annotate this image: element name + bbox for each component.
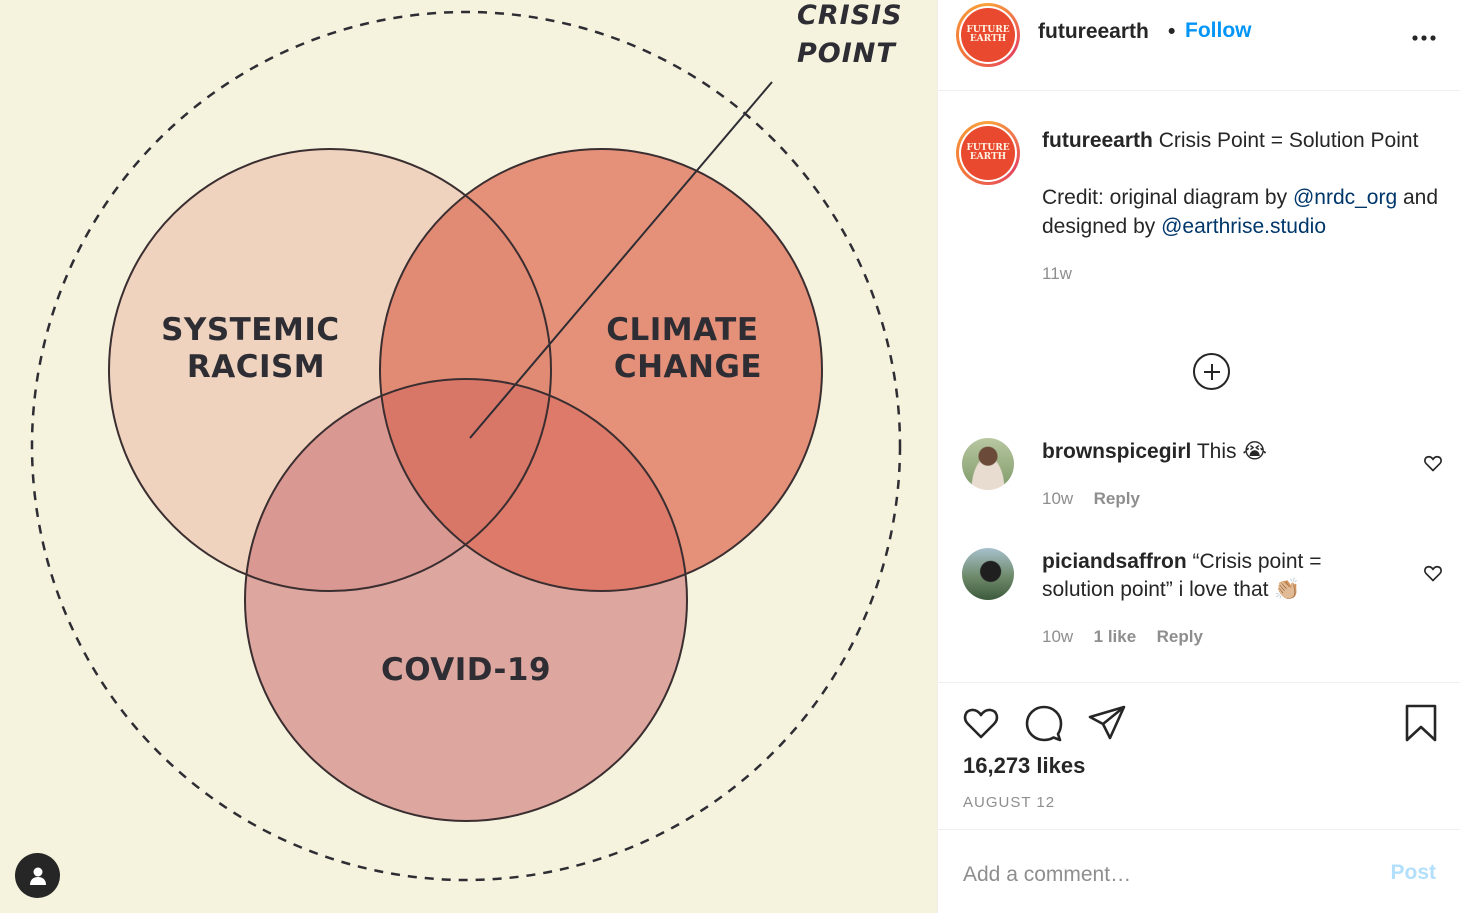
post-image[interactable]: SYSTEMIC RACISM CLIMATE CHANGE COVID-19 … [0, 0, 937, 913]
like-count[interactable]: 16,273 likes [963, 753, 1086, 778]
comment-username[interactable]: brownspicegirl [1042, 440, 1192, 463]
plus-circle-icon [1203, 363, 1220, 380]
post-date[interactable]: AUGUST 12 [963, 794, 1056, 811]
comment-item: brownspicegirl This 😭 [1042, 438, 1372, 466]
comment-text: This [1196, 440, 1237, 463]
caption-logo-line-1: FUTURE [966, 143, 1010, 153]
heart-icon[interactable] [1423, 453, 1443, 473]
comment-item: piciandsaffron “Crisis point = solution … [1042, 548, 1372, 604]
heart-icon[interactable] [961, 703, 1001, 743]
logo-text-line-1: FUTURE [966, 25, 1010, 35]
outline-covid-19 [244, 378, 688, 822]
commenter-avatar[interactable] [962, 548, 1014, 600]
post-side-panel: FUTURE EARTH futureearth • Follow FUTURE… [937, 0, 1460, 913]
header-username[interactable]: futureearth [1038, 20, 1149, 43]
mention-earthrise[interactable]: @earthrise.studio [1161, 215, 1327, 238]
add-comment-input[interactable] [963, 858, 1363, 892]
caption-main: futureearth Crisis Point = Solution Poin… [1042, 126, 1442, 155]
comment-time[interactable]: 10w [1042, 627, 1074, 646]
comment-like-count[interactable]: 1 like [1093, 627, 1137, 646]
heart-icon[interactable] [1423, 563, 1443, 583]
caption: futureearth Crisis Point = Solution Poin… [1042, 126, 1442, 288]
ellipsis-icon[interactable] [1411, 22, 1437, 48]
share-icon[interactable] [1087, 703, 1127, 743]
comment-time[interactable]: 10w [1042, 489, 1074, 508]
label-climate-change: CLIMATE CHANGE [606, 312, 770, 385]
crisis-point-pointer [469, 81, 773, 439]
intersection-racism-covid [245, 379, 551, 591]
comment-emoji: 😭 [1242, 440, 1267, 463]
future-earth-logo: FUTURE EARTH [961, 8, 1015, 62]
caption-avatar-border: FUTURE EARTH [959, 124, 1017, 182]
reply-button[interactable]: Reply [1156, 627, 1203, 646]
comment-icon[interactable] [1024, 703, 1064, 743]
credit-prefix: Credit: original diagram by [1042, 186, 1288, 209]
caption-credit: Credit: original diagram by @nrdc_org an… [1042, 183, 1442, 241]
logo-text-line-2: EARTH [969, 34, 1007, 44]
mention-nrdc[interactable]: @nrdc_org [1292, 186, 1398, 209]
tagged-users-button[interactable] [15, 853, 60, 898]
credit-middle: and designed by [1042, 186, 1439, 238]
caption-avatar[interactable]: FUTURE EARTH [956, 121, 1020, 185]
comment-meta: 10w Reply [1042, 489, 1140, 509]
header-separator: • [1168, 20, 1176, 43]
caption-time[interactable]: 11w [1042, 264, 1072, 283]
caption-logo: FUTURE EARTH [961, 126, 1015, 180]
load-more-comments-button[interactable] [1193, 353, 1230, 390]
intersection-climate-covid [380, 379, 687, 591]
bookmark-icon[interactable] [1401, 703, 1441, 743]
commenter-avatar[interactable] [962, 438, 1014, 490]
person-icon [29, 867, 46, 885]
label-covid-19: COVID-19 [381, 652, 551, 688]
comment-emoji: 👏🏼 [1274, 578, 1301, 601]
avatar-border: FUTURE EARTH [959, 6, 1017, 64]
label-crisis-point: CRISIS POINT [797, 0, 913, 69]
caption-logo-line-2: EARTH [969, 152, 1007, 162]
outline-systemic-racism [108, 148, 552, 592]
outline-climate-change [379, 148, 823, 592]
venn-diagram: SYSTEMIC RACISM CLIMATE CHANGE COVID-19 … [30, 0, 913, 882]
post-actions: 16,273 likes AUGUST 12 [938, 682, 1460, 830]
comment-username[interactable]: piciandsaffron [1042, 550, 1187, 573]
label-systemic-racism: SYSTEMIC RACISM [161, 312, 351, 385]
follow-button[interactable]: Follow [1185, 19, 1252, 42]
comment-text: “Crisis point = solution point” i love t… [1042, 550, 1322, 601]
avatar[interactable]: FUTURE EARTH [956, 3, 1020, 67]
outer-dashed-circle [30, 10, 902, 882]
comment-meta: 10w 1 like Reply [1042, 627, 1203, 647]
caption-text: Crisis Point = Solution Point [1158, 129, 1419, 152]
post-comment-button[interactable]: Post [1390, 861, 1436, 884]
reply-button[interactable]: Reply [1093, 489, 1140, 508]
post-header: FUTURE EARTH futureearth • Follow [938, 0, 1460, 91]
caption-username[interactable]: futureearth [1042, 129, 1153, 152]
